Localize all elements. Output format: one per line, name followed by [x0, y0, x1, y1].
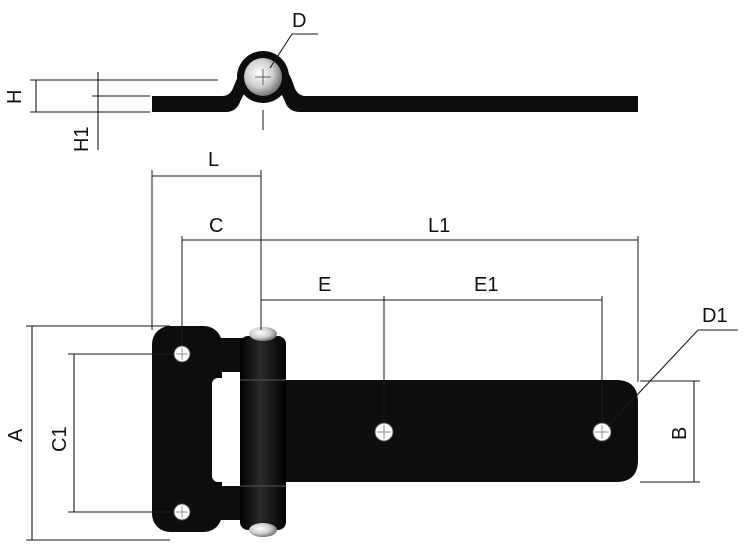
- hole-centermarks: [176, 348, 609, 518]
- d1-leader: [607, 329, 738, 427]
- d1-label: D1: [702, 305, 728, 327]
- b-label: B: [669, 427, 691, 440]
- e-label: E: [318, 274, 331, 296]
- e1-label: E1: [474, 274, 498, 296]
- side-view-leaf: [152, 52, 638, 112]
- knuckle-pin-bottom: [249, 523, 277, 537]
- knuckle-pin-top: [249, 327, 277, 341]
- d-label: D: [292, 10, 306, 32]
- l1-label: L1: [428, 215, 450, 237]
- front-view: [152, 326, 638, 537]
- h1-label: H1: [71, 126, 93, 152]
- knuckle-body: [240, 336, 286, 530]
- l-label: L: [208, 149, 219, 171]
- d-leader: [269, 33, 318, 69]
- long-leaf: [282, 380, 638, 482]
- a-label: A: [5, 428, 27, 442]
- short-leaf-slot: [212, 378, 238, 482]
- dimensions: L C L1 E E1 D1 A C1 B: [5, 149, 738, 541]
- short-leaf: [152, 326, 222, 532]
- h-label: H: [4, 90, 26, 104]
- c-label: C: [209, 215, 223, 237]
- c1-label: C1: [49, 426, 71, 452]
- side-view: D H H1: [4, 10, 638, 152]
